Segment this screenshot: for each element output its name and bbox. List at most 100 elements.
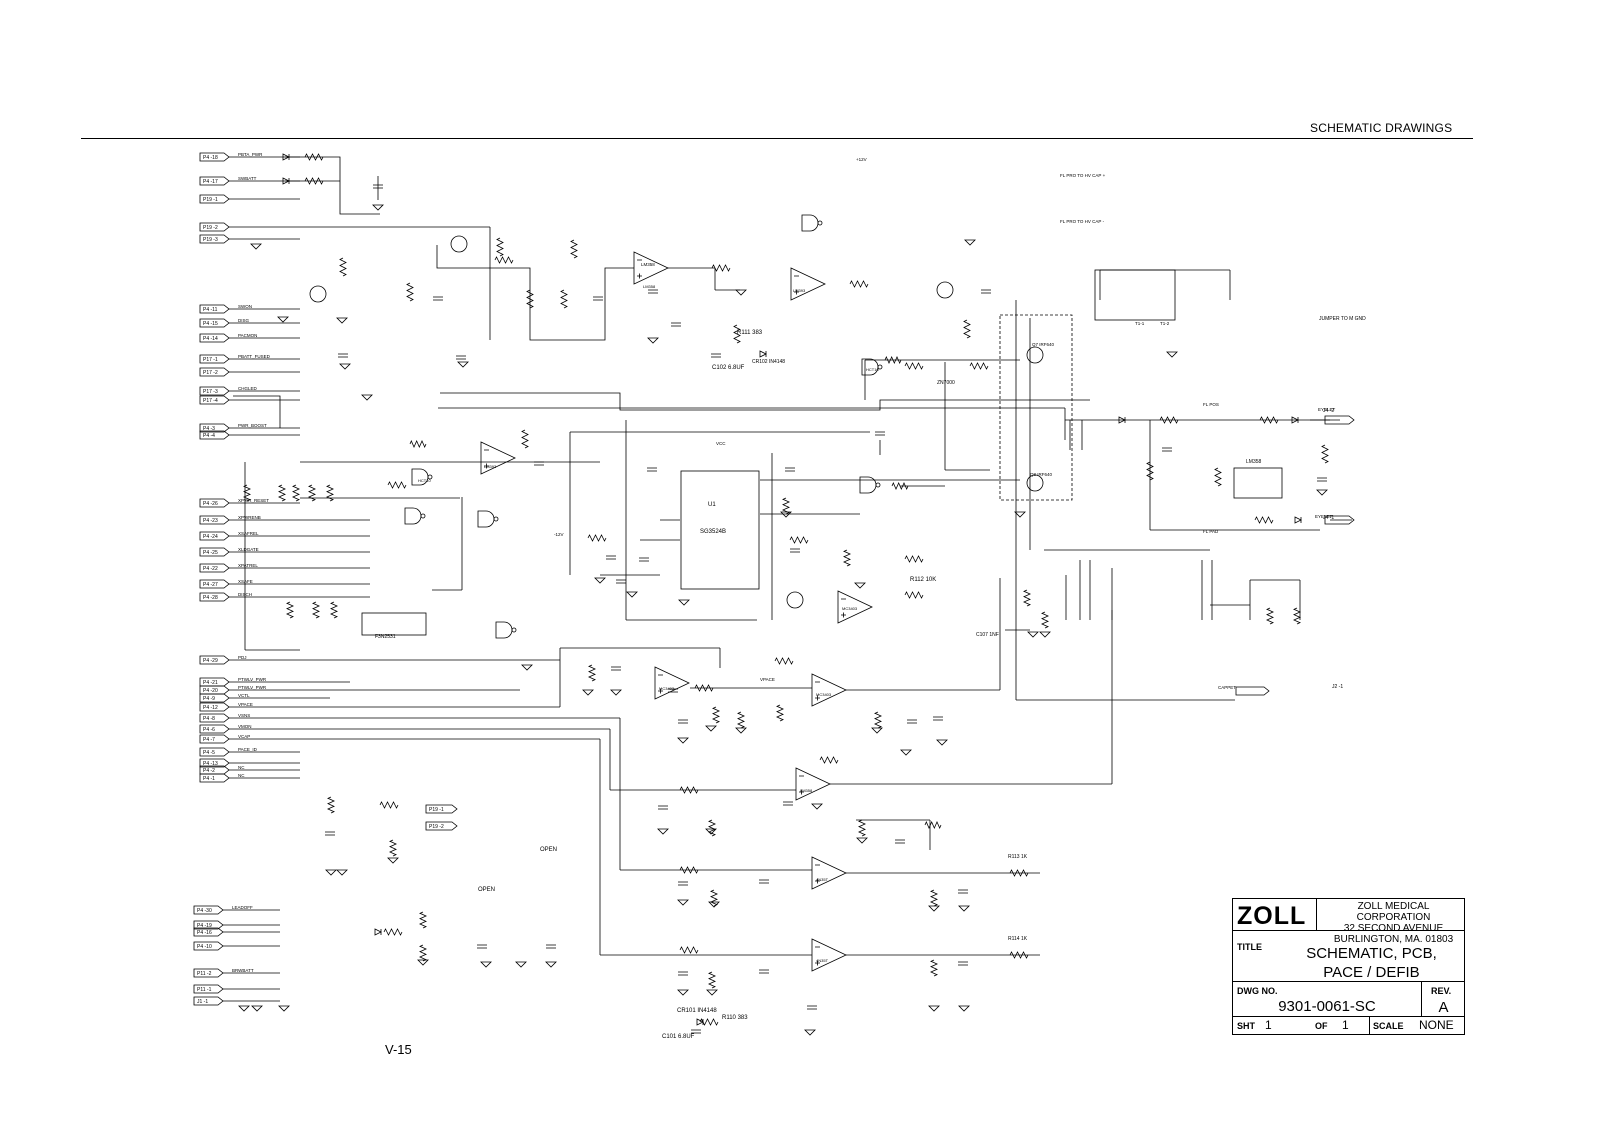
r111-label: R111 383 — [737, 330, 763, 336]
nand-gate — [477, 510, 495, 528]
ground-symbol — [705, 828, 717, 835]
connector-pin — [193, 927, 224, 937]
connector-pin — [199, 773, 230, 783]
nand-gate — [495, 621, 513, 639]
wire — [233, 395, 281, 428]
connector-pin-label: P19 -1 — [203, 197, 218, 203]
capacitor — [546, 944, 556, 949]
connector-pin-label: P4 -18 — [203, 155, 218, 161]
connector-layer — [193, 152, 1355, 1006]
capacitor — [1162, 447, 1172, 452]
ground-symbol — [545, 961, 557, 968]
ic-u1 — [680, 470, 760, 590]
resistor — [312, 601, 320, 619]
capacitor — [658, 805, 668, 810]
c102-label: C102 6.8UF — [712, 365, 745, 371]
rev-value: A — [1438, 999, 1449, 1016]
connector-pin-label: P4 -2 — [203, 768, 215, 774]
gate-bubble — [427, 474, 433, 480]
resistor — [521, 429, 529, 449]
connector-pin-label: P19 -2 — [203, 225, 218, 231]
ground-symbol — [958, 905, 970, 912]
ground-symbol — [521, 664, 533, 671]
nand-gate — [404, 507, 422, 525]
ground-symbol — [677, 737, 689, 744]
cr102-label: CR102 IN4148 — [752, 359, 785, 365]
ground-symbol — [804, 1029, 816, 1036]
connector-net-label: XSAFE — [238, 579, 253, 584]
resistor — [708, 819, 716, 837]
opamp-pins — [637, 259, 642, 279]
resistor — [1321, 444, 1329, 464]
resistor — [1259, 416, 1279, 424]
connector-pin — [199, 655, 230, 665]
connector-net-label: DISCH — [238, 592, 252, 597]
resistor — [339, 257, 347, 277]
ground-symbol — [677, 989, 689, 996]
drawing-title: SCHEMATIC, PCB, PACE / DEFIB — [1233, 944, 1466, 982]
jumper-label: JUMPER TO M GND — [1319, 316, 1366, 322]
connector-pin — [193, 984, 224, 994]
capacitor — [678, 971, 688, 976]
connector-pin — [199, 430, 230, 440]
resistor — [406, 282, 414, 302]
connector-net-label: SWBATT — [238, 176, 257, 181]
ground-symbol — [361, 394, 373, 401]
resistor — [924, 821, 942, 829]
connector-net-label: PACE_ID — [238, 747, 258, 752]
resistor — [496, 237, 504, 257]
ic-u12 — [1233, 467, 1283, 499]
connector-net-label: PTWLV_PWR — [238, 677, 267, 682]
ground-symbol — [277, 316, 289, 323]
tb-rule — [1369, 1016, 1370, 1034]
company-name: ZOLL MEDICAL CORPORATION — [1356, 901, 1431, 923]
connector-pin-label: P17 -4 — [203, 398, 218, 404]
connector-net-label: SWON — [238, 304, 252, 309]
ground-symbol — [594, 577, 606, 584]
diode — [1291, 416, 1299, 424]
ground-symbol — [457, 361, 469, 368]
capacitor — [611, 666, 621, 671]
tb-rule — [1233, 981, 1464, 982]
fl-pos-label: FL POS — [1203, 402, 1219, 407]
connector-pin — [199, 547, 230, 557]
connector-pin-label: P4 -29 — [203, 658, 218, 664]
resistor — [419, 944, 427, 962]
connector-pin — [199, 724, 230, 734]
opamp-u9 — [811, 938, 847, 972]
resistor — [243, 484, 251, 502]
ic-u2 — [361, 612, 427, 636]
diode — [374, 928, 382, 936]
resistor — [1266, 607, 1274, 625]
sheet-label: SHT — [1237, 1021, 1255, 1031]
connector-net-label: XPATREL — [238, 563, 258, 568]
capacitor — [373, 184, 383, 189]
of-label: OF — [1315, 1021, 1328, 1031]
drawing-title-line-2: PACE / DEFIB — [1323, 964, 1420, 981]
c101-label: C101 6.8UF — [662, 1034, 695, 1040]
ground-symbol — [657, 828, 669, 835]
open-label: OPEN — [478, 887, 495, 893]
eyelet-label: EYELET — [1318, 407, 1336, 412]
ground-symbol — [958, 1005, 970, 1012]
connector-pin-label: P4 -11 — [203, 307, 218, 313]
capacitor — [907, 719, 917, 724]
ground-symbol — [647, 337, 659, 344]
ground-symbol — [928, 1005, 940, 1012]
resistor — [387, 481, 407, 489]
transformer-t2 — [1094, 269, 1176, 321]
resistor — [1254, 516, 1274, 524]
resistor — [1041, 611, 1049, 629]
gate-bubble — [511, 627, 517, 633]
scale-value: NONE — [1419, 1018, 1454, 1032]
company-logo: ZOLL — [1237, 902, 1307, 930]
connector-net-label: VPACE — [238, 702, 253, 707]
connector-pin-label: P4 -26 — [203, 501, 218, 507]
ground-symbol — [387, 857, 399, 864]
resistor — [1023, 589, 1031, 607]
capacitor — [785, 467, 795, 472]
resistor — [708, 971, 716, 989]
connector-net-label: PBATT_FUSED — [238, 354, 271, 359]
resistor — [874, 711, 882, 729]
